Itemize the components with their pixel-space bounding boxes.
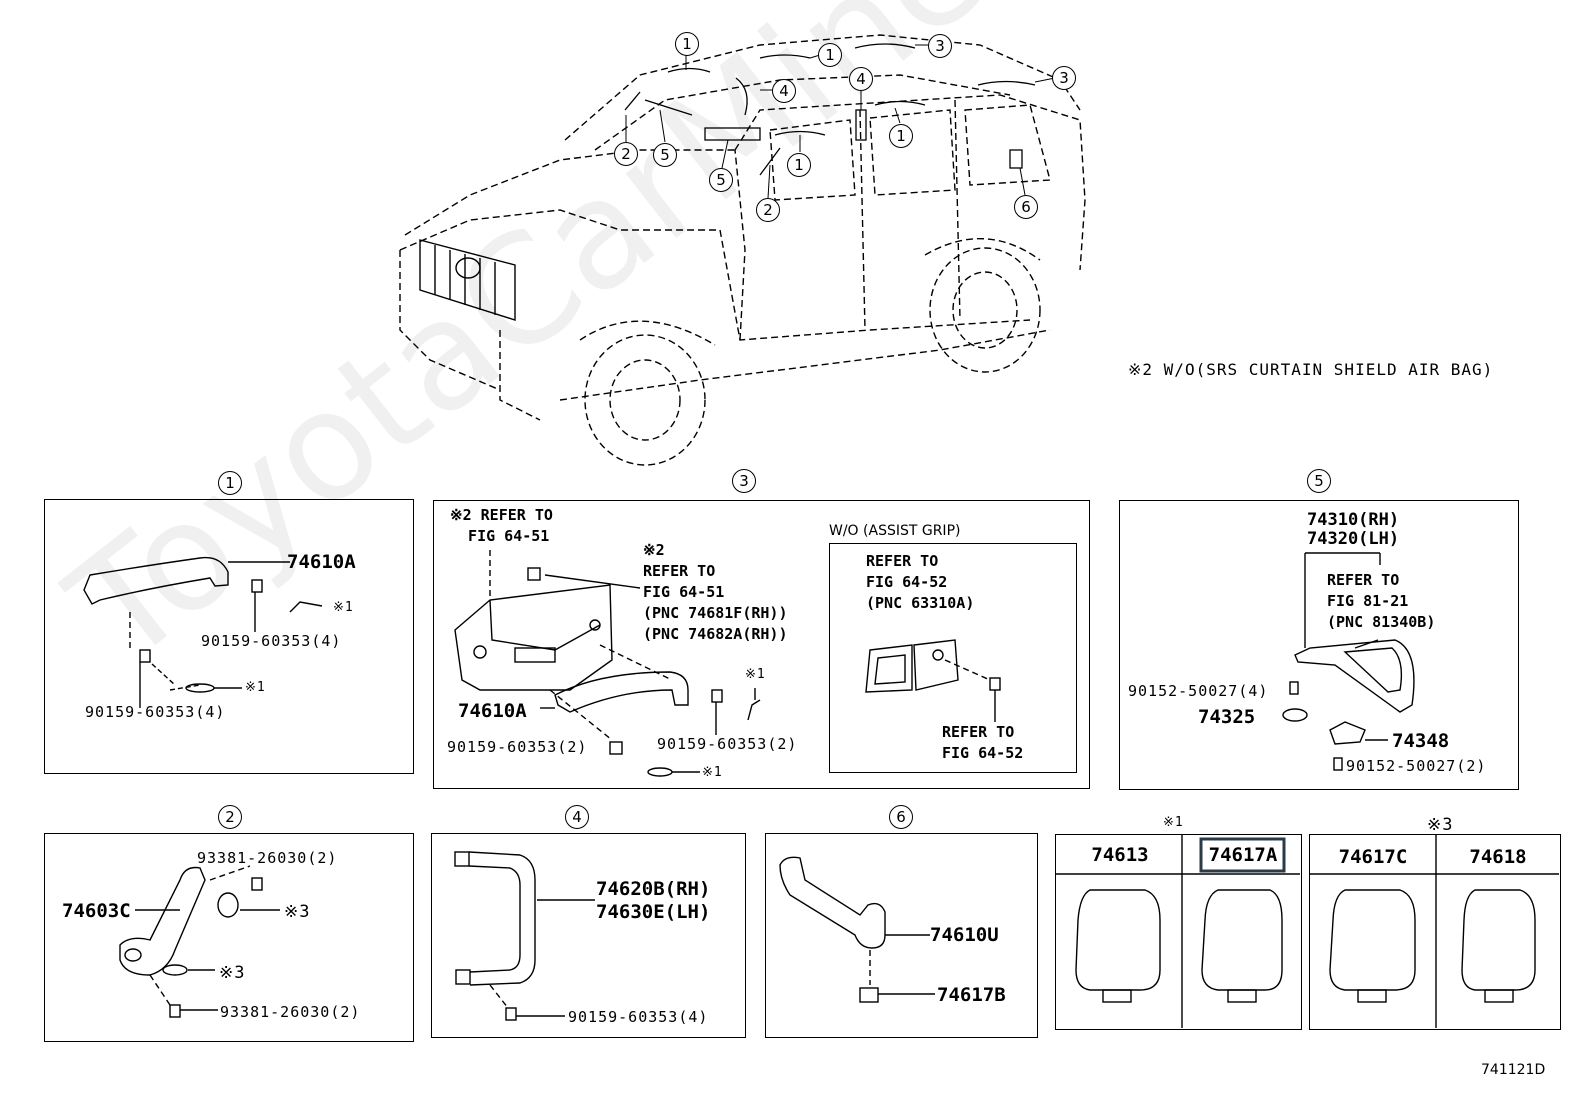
section-5-number: 5: [1307, 469, 1331, 493]
mark-1: ※1: [702, 765, 723, 780]
part-74610U[interactable]: 74610U: [930, 924, 999, 946]
section-1-number: 1: [218, 471, 242, 495]
bolt-label[interactable]: 93381-26030(2): [220, 1003, 361, 1021]
part-74348[interactable]: 74348: [1392, 730, 1450, 752]
section-6-panel: [765, 833, 1038, 1038]
part-74325[interactable]: 74325: [1198, 706, 1256, 728]
bolt-label[interactable]: 90159-60353(4): [568, 1008, 709, 1026]
part-74630E-lh[interactable]: 74630E(LH): [596, 901, 711, 923]
callout-5[interactable]: 5: [709, 168, 733, 192]
group-mark-1: ※1: [1163, 815, 1184, 830]
callout-1[interactable]: 1: [818, 43, 842, 67]
section-3-number: 3: [732, 469, 756, 493]
section-6-number: 6: [889, 805, 913, 829]
caps-col-74617A-selected[interactable]: 74617A: [1208, 844, 1278, 866]
caps-col-74617C[interactable]: 74617C: [1338, 846, 1408, 868]
mark-1: ※1: [745, 667, 766, 682]
refer-note: ※2 REFER TO FIG 64-51: [450, 506, 553, 545]
callout-4[interactable]: 4: [849, 67, 873, 91]
part-74310-rh[interactable]: 74310(RH): [1307, 510, 1400, 530]
refer-note: REFER TO FIG 81-21 (PNC 81340B): [1327, 571, 1436, 631]
caps-table-group3: [1309, 834, 1561, 1030]
mark-3: ※3: [219, 963, 246, 983]
bolt-label[interactable]: 90159-60353(2): [657, 735, 798, 753]
section-5-panel: [1119, 500, 1519, 790]
section-4-panel: [431, 833, 746, 1038]
refer-note: REFER TO FIG 64-52: [942, 723, 1024, 762]
mark-1: ※1: [333, 600, 354, 615]
callout-1[interactable]: 1: [675, 32, 699, 56]
callout-3[interactable]: 3: [1052, 66, 1076, 90]
part-74603C[interactable]: 74603C: [62, 900, 131, 922]
part-74610A[interactable]: 74610A: [458, 700, 527, 722]
srs-footnote: ※2 W/O(SRS CURTAIN SHIELD AIR BAG): [1128, 360, 1494, 379]
section-2-number: 2: [218, 805, 242, 829]
section-4-number: 4: [565, 805, 589, 829]
part-74620B-rh[interactable]: 74620B(RH): [596, 878, 711, 900]
figure-code: 741121D: [1481, 1062, 1546, 1078]
mark-1: ※1: [245, 680, 266, 695]
section-3-panel: [433, 500, 1090, 789]
caps-col-74618[interactable]: 74618: [1469, 846, 1527, 868]
callout-3[interactable]: 3: [928, 34, 952, 58]
bolt-label[interactable]: 90159-60353(4): [85, 703, 226, 721]
section-2-panel: [44, 833, 414, 1042]
bolt-label[interactable]: 90159-60353(4): [201, 632, 342, 650]
part-74617B[interactable]: 74617B: [937, 984, 1006, 1006]
caps-table-group1: [1055, 834, 1302, 1030]
group-mark-3: ※3: [1427, 815, 1454, 835]
subpanel-title: W/O (ASSIST GRIP): [829, 523, 961, 539]
callout-1[interactable]: 1: [889, 124, 913, 148]
callout-6[interactable]: 6: [1014, 195, 1038, 219]
section-1-panel: [44, 499, 414, 774]
subpanel-wo-assist-grip: [829, 543, 1077, 773]
part-74320-lh[interactable]: 74320(LH): [1307, 529, 1400, 549]
refer-note: REFER TO FIG 64-52 (PNC 63310A): [866, 552, 975, 612]
screw-label[interactable]: 90152-50027(2): [1346, 757, 1487, 775]
screw-label[interactable]: 90152-50027(4): [1128, 682, 1269, 700]
part-74610A[interactable]: 74610A: [287, 551, 356, 573]
bolt-label[interactable]: 93381-26030(2): [197, 849, 338, 867]
callout-4[interactable]: 4: [772, 79, 796, 103]
callout-5[interactable]: 5: [653, 143, 677, 167]
callout-2[interactable]: 2: [614, 142, 638, 166]
refer-note: ※2 REFER TO FIG 64-51 (PNC 74681F(RH)) (…: [643, 541, 788, 643]
callout-1[interactable]: 1: [787, 153, 811, 177]
mark-3: ※3: [284, 902, 311, 922]
callout-2[interactable]: 2: [756, 198, 780, 222]
bolt-label[interactable]: 90159-60353(2): [447, 738, 588, 756]
caps-col-74613[interactable]: 74613: [1091, 844, 1149, 866]
